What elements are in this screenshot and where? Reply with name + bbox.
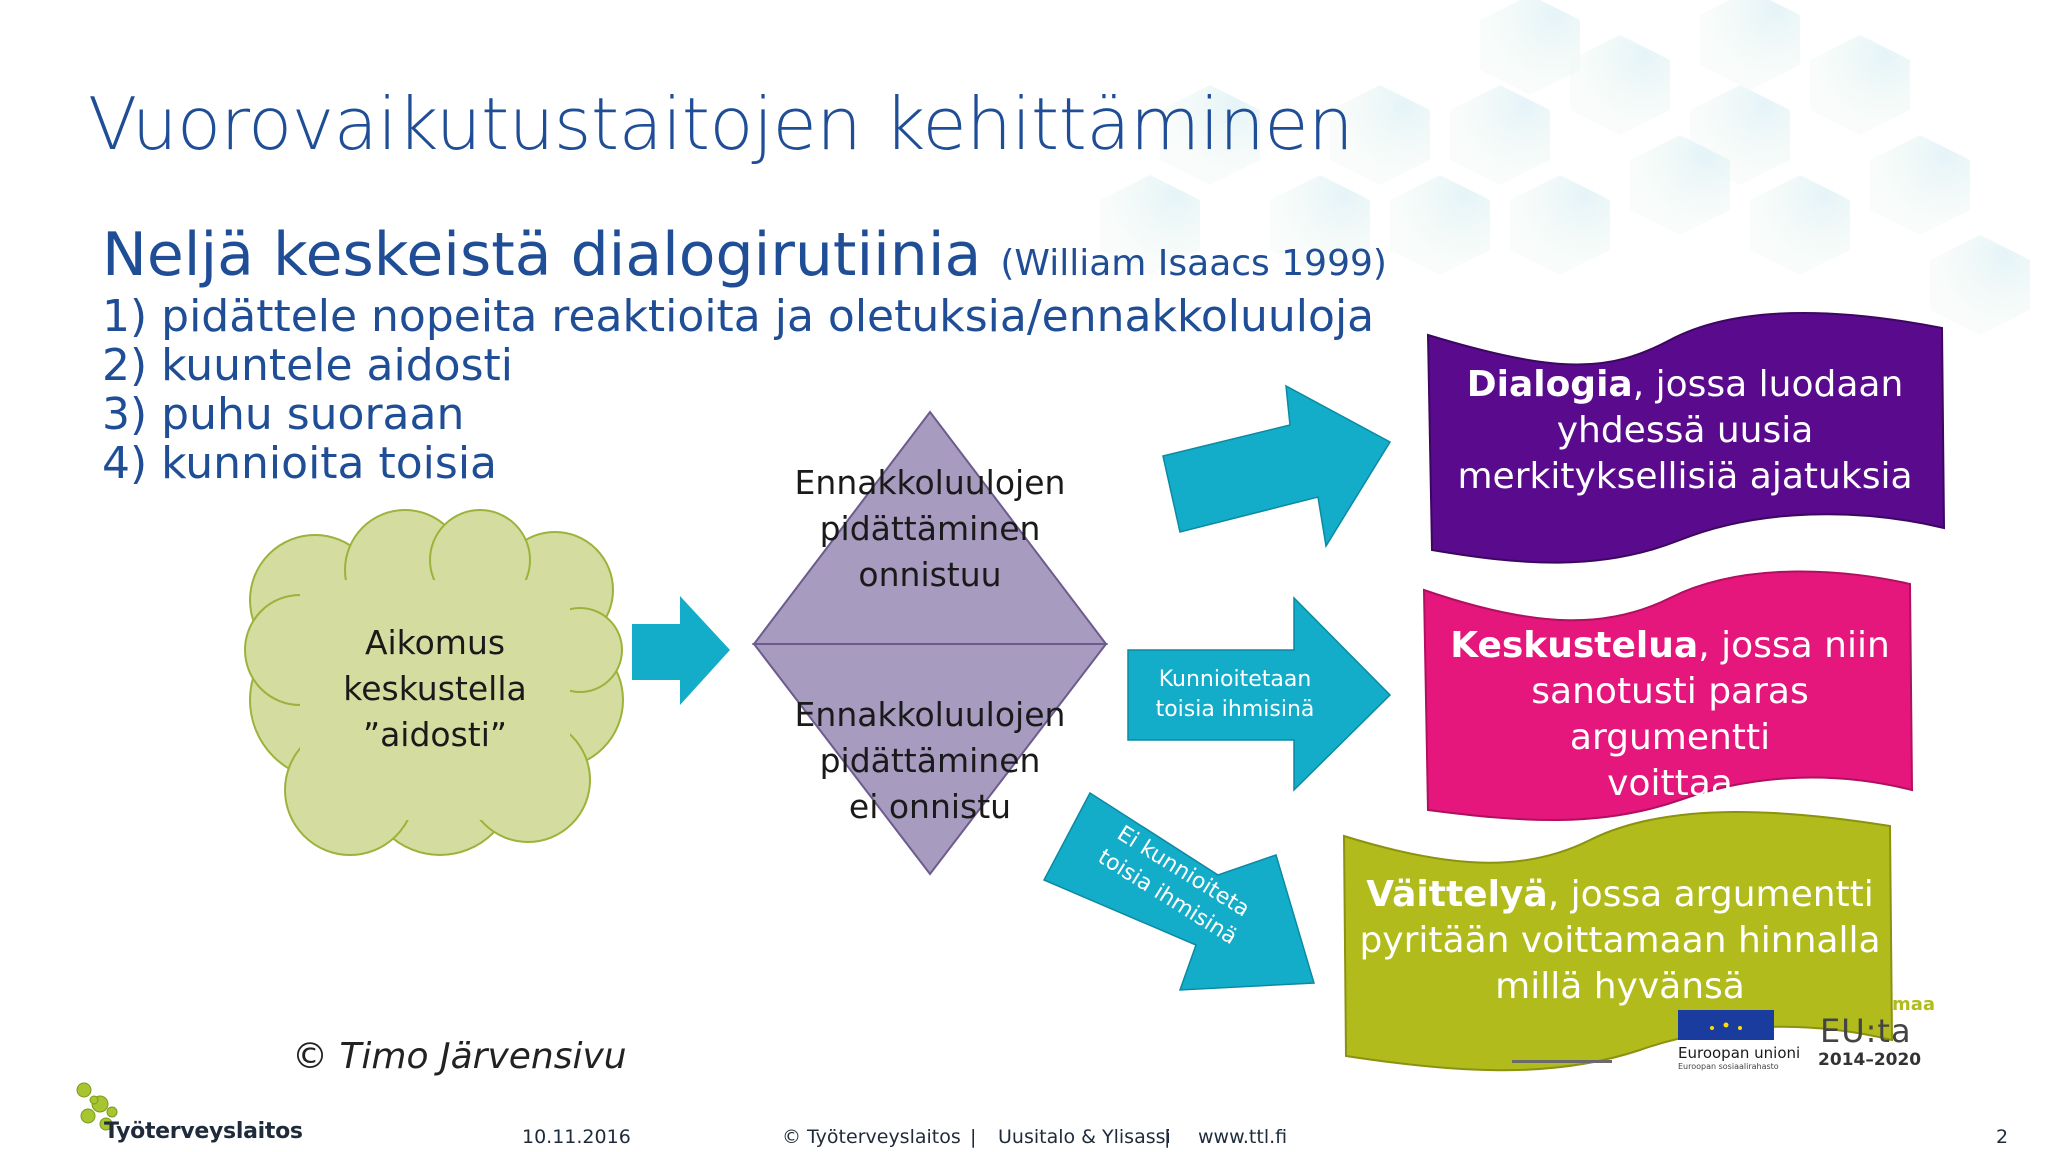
- footer-separator: |: [1164, 1126, 1171, 1148]
- banner-dialogia-text: Dialogia, jossa luodaan yhdessä uusia me…: [1440, 362, 1930, 500]
- cloud-text: Aikomus keskustella ”aidosti”: [300, 620, 570, 758]
- diamond-top-line: pidättäminen: [819, 509, 1041, 548]
- footer-date: 10.11.2016: [522, 1126, 631, 1148]
- arrow-respect-text: Kunnioitetaan toisia ihmisinä: [1130, 665, 1340, 725]
- banner-vaittelya-text: Väittelyä, jossa argumentti pyritään voi…: [1350, 872, 1890, 1010]
- diamond-bottom-line: Ennakkoluulojen: [794, 695, 1066, 734]
- banner-text: merkityksellisiä ajatuksia: [1457, 456, 1913, 497]
- banner-keyword: Dialogia: [1466, 364, 1633, 405]
- banner-text: , jossa argumentti: [1547, 874, 1874, 915]
- banner-keskustelua-text: Keskustelua, jossa niin sanotusti paras …: [1430, 623, 1910, 807]
- footer-url: www.ttl.fi: [1198, 1126, 1288, 1148]
- subtitle-main: Neljä keskeistä dialogirutiinia: [102, 220, 982, 290]
- banner-keyword: Väittelyä: [1366, 874, 1548, 915]
- arrow-to-vaittelya: [1042, 791, 1315, 991]
- banner-vaittelya: [1342, 811, 1894, 1072]
- eu-sublabel: Euroopan sosiaalirahasto: [1678, 1062, 1779, 1071]
- diamond-bottom-line: ei onnistu: [848, 787, 1012, 826]
- diamond-top-text: Ennakkoluulojen pidättäminen onnistuu: [780, 460, 1080, 598]
- diamond-shape: [751, 410, 1109, 876]
- banner-text: voittaa: [1607, 763, 1733, 804]
- arrow-to-dialogia: [1162, 384, 1392, 549]
- ttl-logo-text: Työterveyslaitos: [104, 1119, 303, 1144]
- cloud-shape: [244, 509, 624, 856]
- banner-keyword: Keskustelua: [1450, 625, 1699, 666]
- arrow-respect-line: toisia ihmisinä: [1155, 697, 1315, 722]
- euta-partial-text: maa: [1892, 994, 1936, 1015]
- subtitle-citation: (William Isaacs 1999): [1000, 243, 1387, 284]
- page-number: 2: [1996, 1126, 2009, 1148]
- diamond-top-line: Ennakkoluulojen: [794, 463, 1066, 502]
- cloud-line: Aikomus: [364, 623, 506, 662]
- euta-mark: EU:ta: [1820, 1012, 1912, 1050]
- routine-item: 4) kunnioita toisia: [102, 438, 498, 489]
- cloud-line: ”aidosti”: [362, 715, 508, 754]
- banner-text: , jossa luodaan: [1632, 364, 1904, 405]
- ttl-logo-mark: [76, 1082, 118, 1131]
- footer-authors: Uusitalo & Ylisassi: [998, 1126, 1171, 1148]
- author-credit: © Timo Järvensivu: [292, 1036, 627, 1077]
- banner-text: pyritään voittamaan hinnalla: [1359, 920, 1881, 961]
- footer-separator: |: [970, 1126, 977, 1148]
- subtitle: Neljä keskeistä dialogirutiinia (William…: [102, 220, 1387, 290]
- footer-org: © Työterveyslaitos: [782, 1126, 961, 1148]
- diamond-bottom-line: pidättäminen: [819, 741, 1041, 780]
- arrow-to-diamond: [632, 596, 730, 705]
- banner-keskustelua: [1422, 570, 1914, 822]
- routine-item: 2) kuuntele aidosti: [102, 340, 513, 391]
- arrow-to-keskustelua: [1127, 596, 1392, 792]
- routine-item: 3) puhu suoraan: [102, 389, 465, 440]
- banner-dialogia: [1426, 312, 1946, 564]
- diamond-top-line: onnistuu: [858, 555, 1002, 594]
- routine-item: 1) pidättele nopeita reaktioita ja oletu…: [102, 291, 1375, 342]
- euta-years: 2014–2020: [1818, 1050, 1922, 1070]
- eu-label: Euroopan unioni: [1678, 1044, 1801, 1062]
- arrow-respect-line: Kunnioitetaan: [1158, 667, 1312, 692]
- hidden-logo-fragment: [1512, 1060, 1612, 1063]
- hexagon-pattern: [1100, 0, 2030, 335]
- diamond-bottom-text: Ennakkoluulojen pidättäminen ei onnistu: [780, 692, 1080, 830]
- banner-text: millä hyvänsä: [1495, 966, 1745, 1007]
- cloud-line: keskustella: [343, 669, 527, 708]
- banner-text: yhdessä uusia: [1556, 410, 1814, 451]
- eu-flag-logo: [1678, 1010, 1774, 1040]
- banner-text: sanotusti paras argumentti: [1531, 671, 1809, 758]
- routine-list: 1) pidättele nopeita reaktioita ja oletu…: [102, 292, 1374, 488]
- banner-text: , jossa niin: [1698, 625, 1890, 666]
- slide-title: Vuorovaikutustaitojen kehittäminen: [88, 82, 1354, 166]
